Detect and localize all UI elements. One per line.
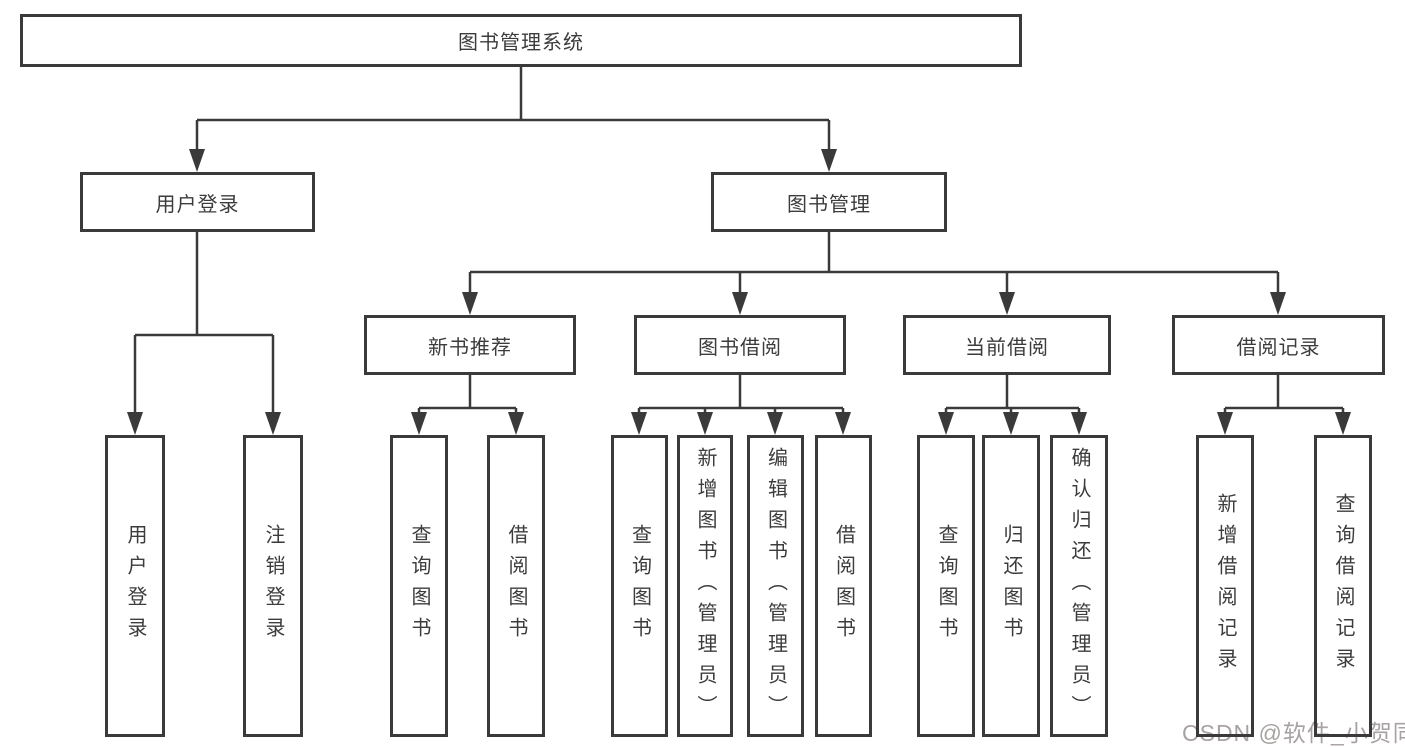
leaf-add-book-admin-label: 新增图书（管理员） [694, 446, 716, 726]
leaf-edit-book-admin-label: 编辑图书（管理员） [764, 446, 787, 726]
edges-user-login [133, 232, 275, 413]
edges-book-management [468, 232, 1280, 293]
edges-current-borrow-arrowheads [938, 412, 1087, 435]
leaf-query-borrow-record: 查询借阅记录 [1314, 435, 1372, 737]
edges-new-book-recommend-arrowheads [411, 412, 524, 435]
leaf-edit-book-admin: 编辑图书（管理员） [747, 435, 804, 737]
node-new-book-recommend: 新书推荐 [364, 315, 576, 375]
leaf-borrow-book-2: 借阅图书 [815, 435, 872, 737]
leaf-query-borrow-record-label: 查询借阅记录 [1332, 493, 1354, 679]
leaf-logout-label: 注销登录 [262, 524, 284, 648]
node-book-management: 图书管理 [711, 172, 947, 232]
leaf-query-book-3-label: 查询图书 [935, 524, 957, 648]
edges-book-borrow-arrowheads [631, 412, 851, 435]
leaf-confirm-return-admin: 确认归还（管理员） [1050, 435, 1108, 737]
leaf-user-login: 用户登录 [105, 435, 165, 737]
leaf-query-book-2-label: 查询图书 [628, 524, 651, 648]
edges-borrow-records [1223, 375, 1345, 413]
node-user-login: 用户登录 [80, 172, 315, 232]
leaf-add-borrow-record: 新增借阅记录 [1196, 435, 1254, 737]
edges-root [195, 67, 831, 150]
leaf-query-book-3: 查询图书 [917, 435, 975, 737]
edges-new-book-recommend [417, 375, 518, 413]
edges-book-management-arrowheads [462, 292, 1286, 315]
leaf-borrow-book-1-label: 借阅图书 [505, 524, 527, 648]
edges-user-login-arrowheads [127, 412, 281, 435]
leaf-query-book-2: 查询图书 [611, 435, 668, 737]
leaf-add-borrow-record-label: 新增借阅记录 [1214, 493, 1236, 679]
node-book-borrow: 图书借阅 [634, 315, 846, 375]
edges-current-borrow [944, 375, 1081, 413]
watermark: CSDN @软件_小贺同学 [1182, 720, 1405, 746]
leaf-add-book-admin: 新增图书（管理员） [677, 435, 733, 737]
leaf-query-book-1: 查询图书 [390, 435, 448, 737]
leaf-borrow-book-1: 借阅图书 [487, 435, 545, 737]
leaf-borrow-book-2-label: 借阅图书 [832, 524, 855, 648]
edges-book-borrow [637, 375, 845, 413]
leaf-user-login-label: 用户登录 [124, 524, 146, 648]
edges-borrow-records-arrowheads [1217, 412, 1351, 435]
leaf-confirm-return-admin-label: 确认归还（管理员） [1068, 446, 1090, 726]
leaf-query-book-1-label: 查询图书 [408, 524, 430, 648]
leaf-return-book: 归还图书 [982, 435, 1040, 737]
leaf-logout: 注销登录 [243, 435, 303, 737]
node-borrow-records: 借阅记录 [1172, 315, 1385, 375]
node-root: 图书管理系统 [20, 14, 1022, 67]
leaf-return-book-label: 归还图书 [1000, 524, 1022, 648]
node-current-borrow: 当前借阅 [903, 315, 1111, 375]
edges-root-arrowheads [189, 149, 837, 172]
